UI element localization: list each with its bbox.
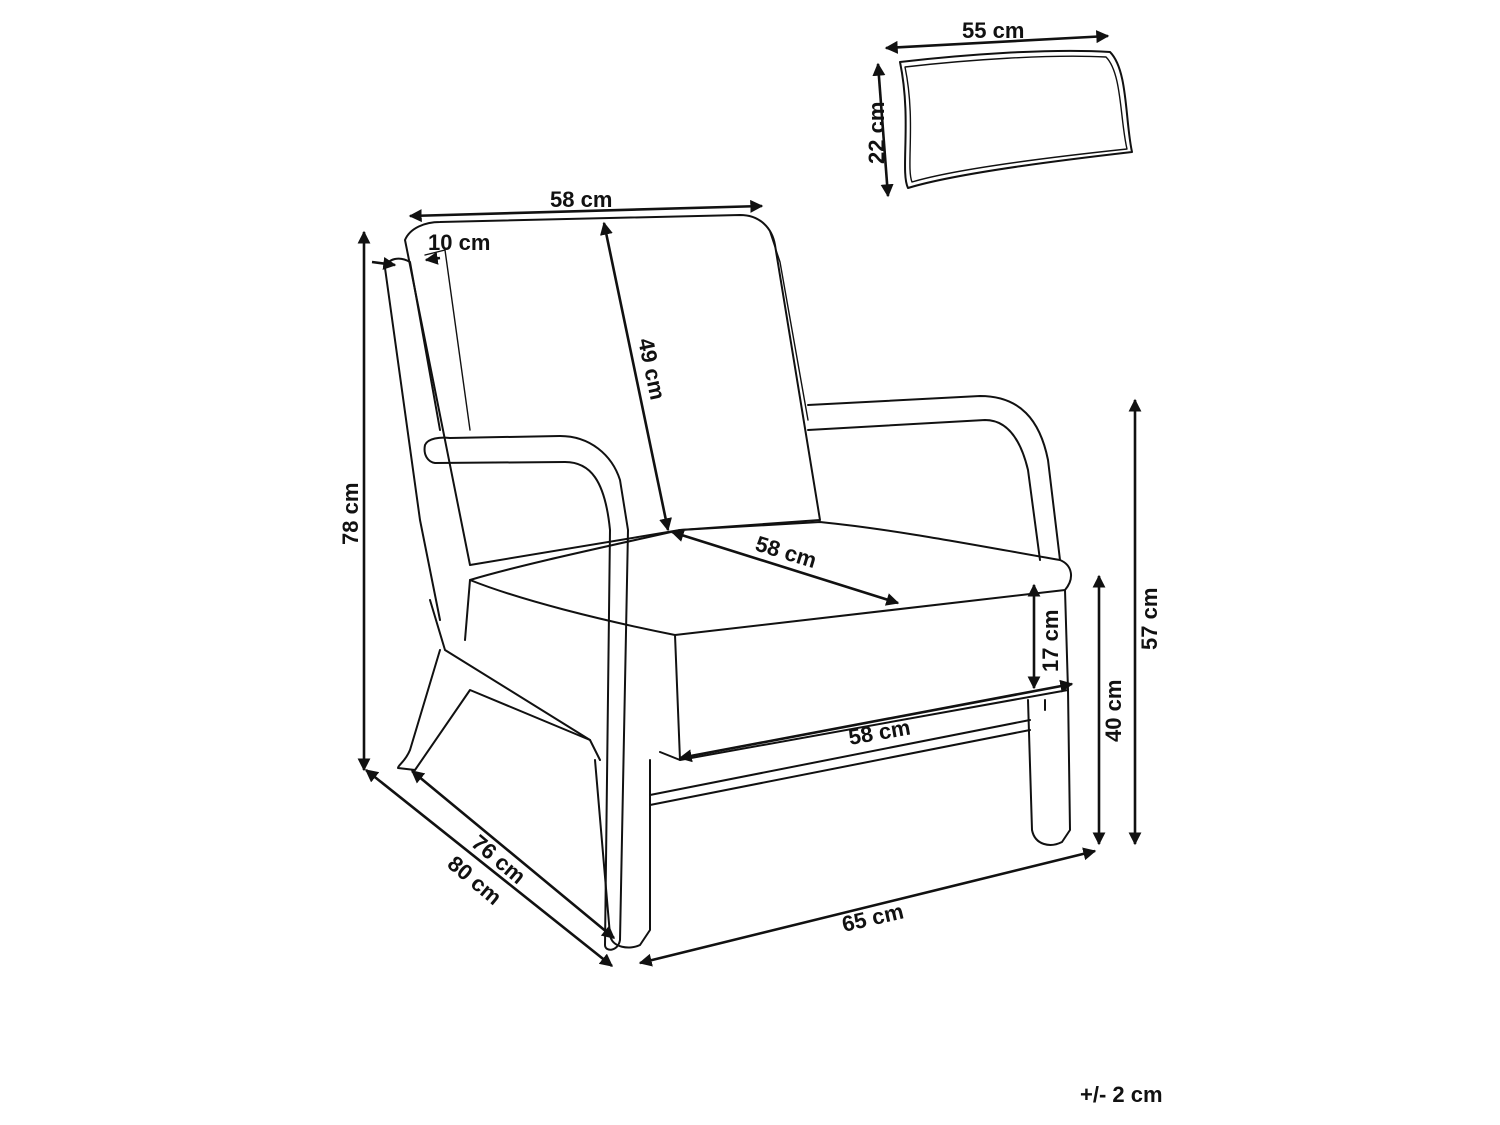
cushion-thickness-label: 17 cm [1038, 610, 1063, 672]
total-height-label: 78 cm [338, 483, 363, 545]
dimension-labels: 55 cm 22 cm 58 cm 10 cm 49 cm 78 cm 58 c… [338, 18, 1162, 937]
width-label: 65 cm [840, 898, 906, 936]
tolerance-note: +/- 2 cm [1080, 1082, 1163, 1107]
seat-height-label: 40 cm [1101, 680, 1126, 742]
armrest-height-label: 57 cm [1137, 588, 1162, 650]
pillow-height-label: 22 cm [864, 102, 889, 164]
pillow-width-label: 55 cm [962, 18, 1024, 43]
dimension-lines [357, 30, 1142, 968]
back-width-label: 58 cm [550, 187, 612, 212]
armrest-width-label: 10 cm [428, 230, 490, 255]
pillow-drawing [899, 49, 1133, 189]
